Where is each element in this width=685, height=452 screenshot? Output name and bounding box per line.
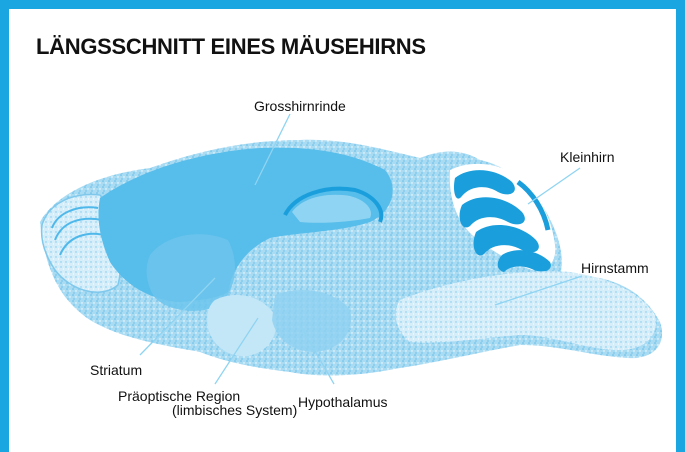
leader-cerebellum	[528, 168, 580, 204]
label-preoptic-line2: (limbisches System)	[172, 403, 297, 418]
label-striatum: Striatum	[90, 363, 142, 378]
label-cortex: Grosshirnrinde	[254, 99, 346, 114]
label-cerebellum: Kleinhirn	[560, 150, 614, 165]
label-brainstem: Hirnstamm	[581, 261, 649, 276]
label-hypothalamus: Hypothalamus	[298, 395, 388, 410]
